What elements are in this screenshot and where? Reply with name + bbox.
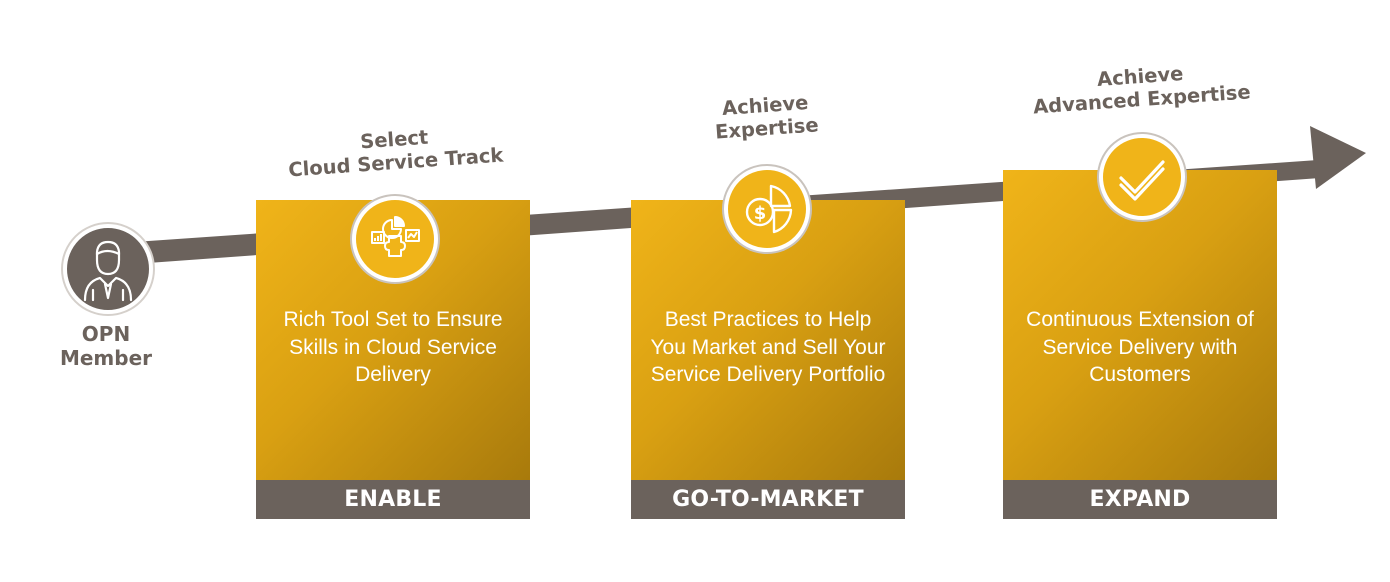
opn-label-line1: OPN (81, 322, 131, 346)
dollar-pie-chart-icon: $ (724, 166, 810, 252)
phase-go-to-market: GO-TO-MARKET (631, 480, 905, 519)
milestone-achieve-expertise: Achieve Expertise (705, 90, 828, 144)
go-to-market-description: Best Practices to Help You Market and Se… (650, 308, 886, 386)
expand-card: Continuous Extension of Service Delivery… (1003, 170, 1277, 480)
person-icon (63, 224, 153, 314)
enable-description: Rich Tool Set to Ensure Skills in Cloud … (283, 308, 503, 386)
checkmark-icon (1099, 134, 1185, 220)
opn-label-line2: Member (59, 346, 153, 370)
phase-enable: ENABLE (256, 480, 530, 519)
cloud-tools-icon (352, 196, 438, 282)
phase-expand: EXPAND (1003, 480, 1277, 519)
opn-member-label: OPN Member (46, 322, 166, 370)
expand-description: Continuous Extension of Service Delivery… (1026, 308, 1254, 386)
svg-text:$: $ (754, 203, 767, 224)
